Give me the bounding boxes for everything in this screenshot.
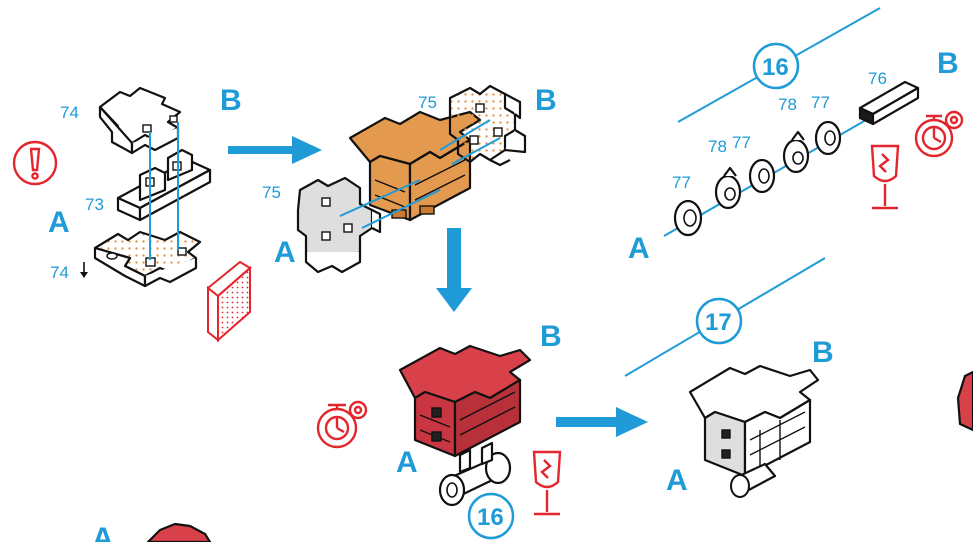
part-74-top-plate [100,88,180,153]
part-76-bar [860,82,918,124]
arrow-right-icon [228,136,322,164]
part-74-bottom-plate [95,232,200,286]
part-77-ring-3 [816,122,840,154]
timer-gear-icon [916,112,962,156]
marker-b-panel3: B [540,320,562,353]
step-number-17: 17 [705,309,732,336]
part-label-75-left: 75 [262,183,281,202]
fragile-glass-icon [872,146,898,208]
part-label-74-bottom: 74 [50,263,69,282]
part-label-77-a: 77 [672,173,691,192]
part-78-cam-1 [716,168,740,208]
part-label-77-b: 77 [732,133,751,152]
arrow-down-icon [436,228,472,312]
marker-b-step16: B [937,47,959,80]
part-label-78-a: 78 [708,137,727,156]
fragile-glass-icon [534,452,560,514]
arrow-down-small-icon [80,262,88,278]
part-label-76: 76 [868,69,887,88]
marker-a-panel2: A [274,236,296,269]
step-badge-16: 16 [477,504,504,531]
warning-exclamation-icon [14,142,56,184]
part-77-ring-1 [675,201,701,235]
marker-a-panel3: A [396,446,418,479]
marker-a-bottom-left: A [92,522,114,542]
part-label-77-c: 77 [811,93,830,112]
arrow-right-icon [556,407,648,437]
panel-exploded-stack: 74 73 74 A B [48,84,242,286]
part-75-right-plate [450,86,525,165]
partial-red-block-right-edge [958,372,973,430]
part-77-ring-2 [750,160,774,192]
marker-b-panel1: B [220,84,242,117]
panel-orange-assembly: 75 75 B A [262,84,557,272]
step-16-exploded-roller: 16 B A [628,8,959,265]
sticker-pad-icon [208,262,250,340]
marker-a-step16: A [628,232,650,265]
part-label-73: 73 [85,195,104,214]
step-17-white-assembly: 17 B A [625,258,834,497]
part-78-cam-2 [784,132,808,172]
partial-red-block-bottom-left: A [92,522,210,542]
marker-a-step17: A [666,464,688,497]
marker-b-step17: B [812,336,834,369]
part-label-75-right: 75 [418,93,437,112]
part-label-78-b: 78 [778,95,797,114]
panel-red-assembly: 16 B A [396,320,562,538]
marker-a-panel1: A [48,206,70,239]
marker-b-panel2: B [535,84,557,117]
timer-gear-icon [318,402,366,447]
part-label-74-top: 74 [60,103,79,122]
part-73-beam [118,150,210,220]
step-number-16: 16 [762,54,789,81]
